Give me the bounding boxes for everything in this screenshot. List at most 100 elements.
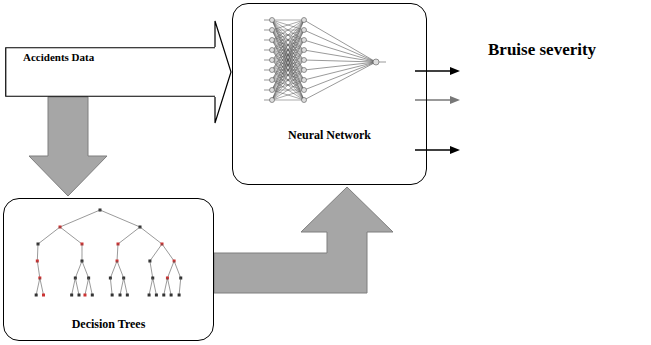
tree-node-mark [119, 294, 122, 297]
nn-link [304, 62, 376, 80]
tree-branch [81, 244, 82, 261]
tree-branch [75, 261, 82, 278]
tree-node-mark [91, 294, 94, 297]
tree-branch [149, 278, 153, 295]
nn-link [272, 100, 304, 101]
tree-branch [124, 278, 128, 295]
tree-branch [162, 244, 174, 261]
process-box: Decision Trees [3, 198, 214, 341]
nn-link [272, 20, 304, 100]
flow-arrow [29, 97, 107, 196]
nn-link [272, 30, 304, 100]
tree-branch [117, 261, 124, 278]
tree-branch [36, 278, 40, 295]
tree-branch [100, 210, 140, 227]
tree-branch [37, 261, 40, 278]
nn-link [272, 60, 304, 100]
tree-branch [179, 278, 181, 295]
tree-node-mark [35, 294, 38, 297]
nn-neuron [270, 48, 275, 53]
tree-branch [89, 278, 93, 295]
nn-link [272, 20, 304, 70]
nn-link [272, 50, 304, 100]
tree-branch [37, 244, 39, 261]
node-label: Accidents Data [5, 47, 215, 63]
tree-branch [40, 278, 44, 295]
tree-branch [60, 227, 82, 244]
nn-link [272, 50, 304, 100]
tree-node-mark [178, 294, 181, 297]
output-arrows [415, 67, 460, 154]
flow-arrow [215, 21, 231, 123]
nn-link [272, 20, 304, 100]
tree-branch [82, 261, 89, 278]
nn-neuron [302, 78, 307, 83]
tree-branch [118, 227, 140, 244]
tree-branch [110, 261, 117, 278]
tree-branch [120, 278, 124, 295]
nn-link [272, 20, 304, 50]
arrow-body-line [6, 48, 215, 97]
nn-neuron [270, 88, 275, 93]
tree-node-mark [155, 294, 158, 297]
tree-branch [60, 210, 100, 227]
nn-link [304, 30, 376, 62]
nn-link [272, 20, 304, 21]
nn-neuron [270, 68, 275, 73]
neural-network-picture [264, 18, 386, 103]
decision-tree-picture [35, 209, 183, 297]
tree-branch [75, 278, 79, 295]
nn-neuron [270, 28, 275, 33]
tree-branch [164, 278, 168, 295]
tree-branch [167, 278, 171, 295]
nn-link [304, 60, 376, 62]
node-label: Decision Trees [4, 317, 213, 332]
flow-arrow [214, 187, 393, 293]
nn-neuron [302, 38, 307, 43]
nn-neuron [270, 38, 275, 43]
nn-link [272, 20, 304, 90]
data-arrow: Accidents Data [5, 47, 215, 97]
output-label: Bruise severity [488, 40, 596, 60]
nn-neuron [270, 58, 275, 63]
nn-output [379, 62, 386, 63]
tree-node-mark [148, 294, 151, 297]
tree-node-mark [77, 294, 80, 297]
tree-branch [153, 278, 157, 295]
nn-neuron [302, 58, 307, 63]
nn-neuron [302, 68, 307, 73]
nn-link [304, 62, 376, 90]
nn-neuron [270, 78, 275, 83]
tree-node-mark [42, 294, 45, 297]
tree-node-mark [126, 294, 129, 297]
tree-branch [85, 278, 89, 295]
nn-neuron [302, 28, 307, 33]
nn-link [304, 62, 376, 100]
nn-link [304, 40, 376, 62]
nn-link [272, 20, 304, 90]
nn-neuron [270, 98, 275, 103]
nn-link [272, 20, 304, 80]
nn-link [304, 20, 376, 62]
nn-link [272, 80, 304, 100]
tree-branch [167, 261, 174, 278]
tree-branch [174, 261, 181, 278]
nn-neuron [302, 88, 307, 93]
nn-link [272, 20, 304, 80]
tree-node-mark [170, 294, 173, 297]
tree-branch [38, 227, 60, 244]
nn-link [304, 50, 376, 62]
nn-link [272, 70, 304, 100]
tree-branch [140, 227, 162, 244]
nn-neuron [373, 59, 379, 65]
tree-branch [150, 261, 153, 278]
nn-link [272, 90, 304, 100]
tree-node-mark [162, 294, 165, 297]
nn-link [272, 20, 304, 50]
nn-neuron [270, 18, 275, 23]
nn-link [272, 40, 304, 100]
tree-node-mark [70, 294, 73, 297]
node-label: Neural Network [233, 128, 426, 143]
